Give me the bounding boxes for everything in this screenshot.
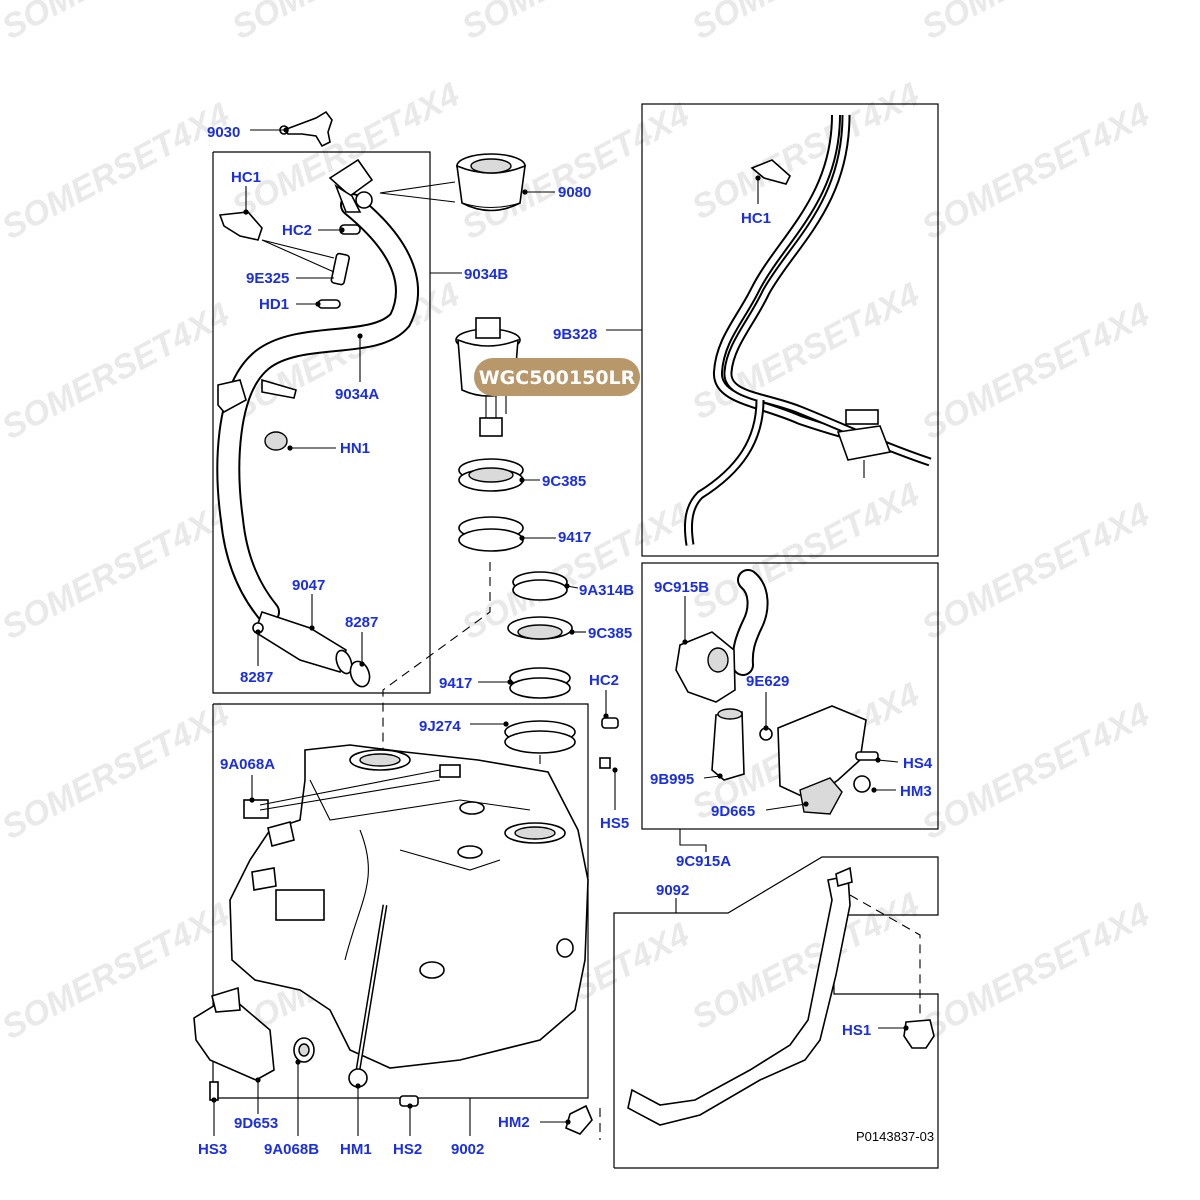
part-canister-components: [675, 569, 879, 815]
tank-group-frame: [212, 703, 589, 1099]
callout-9e325: 9E325: [246, 270, 289, 287]
callout-hc2-canister: HC2: [589, 672, 619, 689]
callout-9b328: 9B328: [553, 326, 597, 343]
filler-group-frame: [212, 151, 431, 694]
part-rings: [458, 458, 576, 754]
part-number-badge-background: [474, 358, 640, 396]
callout-hs3: HS3: [198, 1141, 227, 1158]
callout-9092: 9092: [656, 882, 689, 899]
callout-9002: 9002: [451, 1141, 484, 1158]
leader-dots: [211, 127, 909, 1125]
part-number-badge[interactable]: WGC500150LR: [474, 358, 640, 396]
part-9B328-vapour-pipe: [683, 114, 932, 546]
watermark-text: SOMERSET4X4: [916, 95, 1156, 247]
watermark-text: SOMERSET4X4: [0, 295, 236, 447]
callout-9d665: 9D665: [711, 803, 755, 820]
callout-hs4: HS4: [903, 755, 933, 772]
callout-9a068a: 9A068A: [220, 756, 275, 773]
diagram-reference-number: P0143837-03: [856, 1129, 934, 1144]
callout-9e629: 9E629: [746, 673, 789, 690]
canister-group-frame: [641, 562, 939, 830]
watermark-text: SOMERSET4X4: [686, 475, 926, 627]
watermark-text: SOMERSET4X4: [456, 0, 696, 47]
callout-labels: 9030 9080 HC1 HC2 9E325 HD1 9034B 9034A …: [198, 124, 933, 1158]
callout-9d653: 9D653: [234, 1115, 278, 1132]
loose-parts-lower-left: [193, 717, 619, 1135]
watermark-text: SOMERSET4X4: [916, 295, 1156, 447]
callout-9c915b: 9C915B: [654, 579, 709, 596]
watermark-text: SOMERSET4X4: [226, 0, 466, 47]
callout-9c385-lower: 9C385: [588, 625, 632, 642]
part-9002-fuel-tank: [229, 744, 589, 1071]
callout-9080: 9080: [558, 184, 591, 201]
part-number-text[interactable]: WGC500150LR: [479, 367, 636, 389]
callout-9034a: 9034A: [335, 386, 379, 403]
callout-9b995: 9B995: [650, 771, 694, 788]
watermark-text: SOMERSET4X4: [686, 885, 926, 1037]
strap-group-frame: [613, 856, 939, 1169]
callout-9c385-upper: 9C385: [542, 473, 586, 490]
part-9080-collar: [456, 153, 526, 212]
leader-lines: [213, 129, 906, 1136]
callout-9030: 9030: [207, 124, 240, 141]
part-fuel-pump-module: [455, 317, 521, 437]
watermark-text: SOMERSET4X4: [916, 0, 1156, 47]
callout-9417-lower: 9417: [439, 675, 472, 692]
callout-hs5: HS5: [600, 815, 629, 832]
callout-9417-upper: 9417: [558, 529, 591, 546]
watermark-text: SOMERSET4X4: [916, 495, 1156, 647]
callout-9a314b: 9A314B: [579, 582, 634, 599]
callout-hs2: HS2: [393, 1141, 422, 1158]
callout-hd1: HD1: [259, 296, 289, 313]
callout-hc2-filler: HC2: [282, 222, 312, 239]
callout-9a068b: 9A068B: [264, 1141, 319, 1158]
watermark-text: SOMERSET4X4: [0, 0, 236, 47]
filler-fittings: [218, 211, 361, 451]
callout-9034b: 9034B: [464, 266, 508, 283]
callout-8287-clamp-left: 8287: [240, 669, 273, 686]
callout-hs1: HS1: [842, 1022, 871, 1039]
watermark-text: SOMERSET4X4: [0, 695, 236, 847]
callout-9c915a: 9C915A: [676, 853, 731, 870]
watermark-text: SOMERSET4X4: [0, 95, 236, 247]
watermark-text: SOMERSET4X4: [686, 0, 926, 47]
callout-hn1: HN1: [340, 440, 370, 457]
watermark-text: SOMERSET4X4: [916, 695, 1156, 847]
part-9092-tank-strap: [599, 866, 935, 1140]
callout-hm3: HM3: [900, 783, 932, 800]
callout-hm1: HM1: [340, 1141, 372, 1158]
callout-9j274: 9J274: [419, 718, 461, 735]
callout-8287-clamp-right: 8287: [345, 614, 378, 631]
callout-9047: 9047: [292, 577, 325, 594]
callout-hc1-filler: HC1: [231, 169, 261, 186]
callout-hm2: HM2: [498, 1114, 530, 1131]
watermark-text: SOMERSET4X4: [0, 495, 236, 647]
callout-hc1-vapour: HC1: [741, 210, 771, 227]
watermark-text: SOMERSET4X4: [916, 895, 1156, 1047]
